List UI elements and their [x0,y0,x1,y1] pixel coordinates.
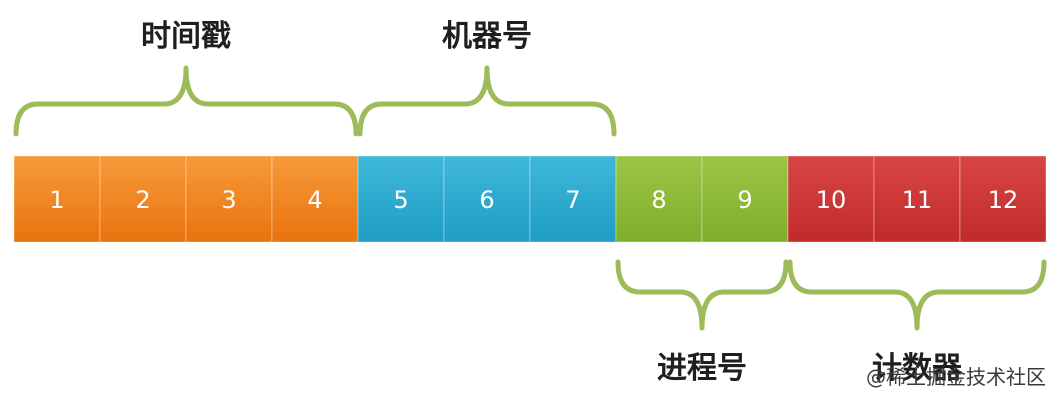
cell-number-12: 12 [988,186,1019,214]
cell-4 [271,155,359,243]
cell-number-6: 6 [479,186,494,214]
cell-7 [529,155,617,243]
cell-10 [787,155,875,243]
cell-5 [357,155,445,243]
cell-9 [701,155,789,243]
cell-1 [13,155,101,243]
watermark-text: @稀土掘金技术社区 [866,365,1046,389]
cell-2 [99,155,187,243]
cell-number-7: 7 [565,186,580,214]
cell-number-1: 1 [49,186,64,214]
brace-3 [615,259,789,331]
segment-label-4: 计数器 [872,351,963,386]
cell-number-9: 9 [737,186,752,214]
brace-2 [357,65,617,137]
cell-number-3: 3 [221,186,236,214]
segment-label-2: 机器号 [442,19,532,54]
brace-4 [787,259,1047,331]
cell-number-5: 5 [393,186,408,214]
cell-8 [615,155,703,243]
cell-number-4: 4 [307,186,322,214]
brace-1 [13,65,359,137]
cell-3 [185,155,273,243]
segment-label-3: 进程号 [657,351,747,386]
cell-number-11: 11 [902,186,933,214]
segment-label-1: 时间戳 [141,19,231,54]
cell-number-8: 8 [651,186,666,214]
cell-number-10: 10 [816,186,847,214]
cell-6 [443,155,531,243]
cell-number-2: 2 [135,186,150,214]
cell-12 [959,155,1047,243]
